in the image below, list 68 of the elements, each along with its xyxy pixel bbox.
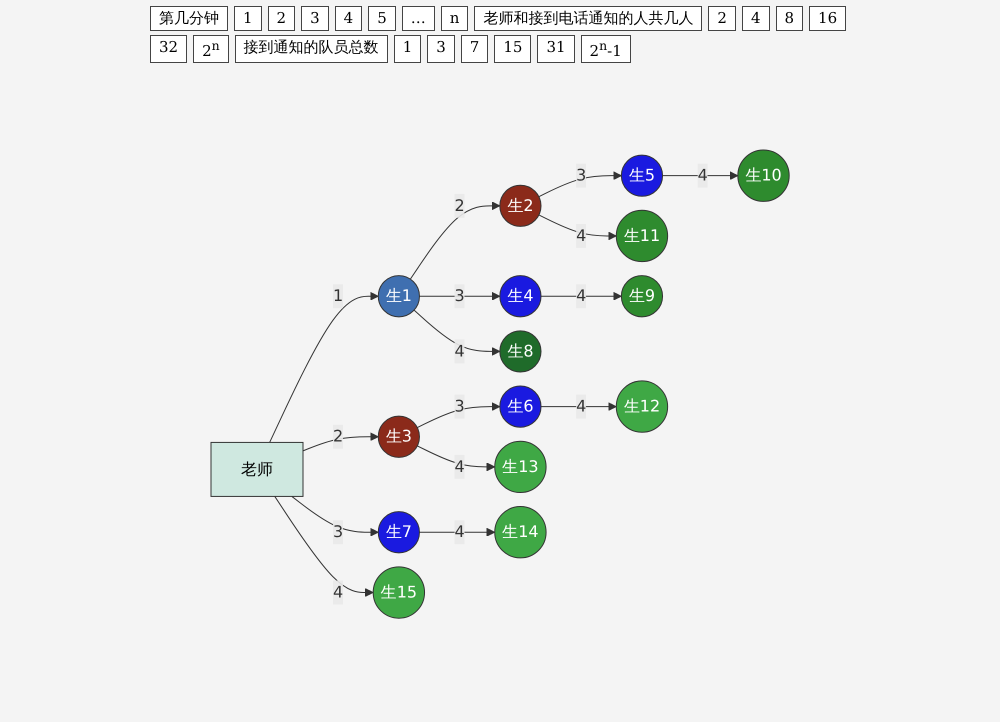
node-circle: 生15 (372, 566, 425, 619)
arrow (416, 445, 496, 472)
node-circle: 生14 (494, 506, 546, 558)
node-circle: 生1 (378, 275, 420, 318)
arrow (540, 402, 617, 411)
arrow (291, 496, 379, 537)
table-cell-text: … (402, 6, 435, 31)
table-cell-text: 2 (708, 6, 736, 31)
table-cell-text: 4 (742, 6, 770, 31)
table-cell-text: 1 (394, 35, 422, 63)
table-cell-text: n (440, 6, 468, 31)
edge-label: 4 (332, 582, 344, 602)
edge-label: 2 (332, 426, 344, 446)
table-cell-text: 3 (301, 6, 329, 31)
arrow (540, 292, 622, 301)
edge-label: 4 (454, 456, 465, 476)
edge-label: 4 (576, 286, 586, 306)
edge-label: 3 (332, 522, 344, 542)
table-cell-text: 2 (268, 6, 296, 31)
arrow (269, 292, 379, 443)
edge-label: 1 (332, 286, 344, 306)
arrow (274, 496, 374, 597)
node-circle: 生8 (499, 330, 542, 372)
table-cell-text: 4 (334, 6, 362, 31)
table-cell-text: 1 (234, 6, 262, 31)
arrow (416, 402, 500, 428)
node-circle: 生13 (494, 440, 546, 493)
node-circle: 生5 (620, 154, 663, 197)
node-circle: 生2 (499, 184, 542, 227)
table-cell-text: 16 (809, 6, 846, 31)
edge-label: 3 (454, 396, 465, 416)
arrow (414, 309, 500, 356)
node-circle: 生3 (378, 416, 420, 458)
edge-label: 4 (576, 396, 586, 416)
table-cell-text: 2$^{n}$ (193, 35, 229, 63)
node-circle: 生9 (620, 275, 663, 318)
node-circle: 生7 (378, 511, 420, 554)
arrow (538, 214, 617, 240)
edge-label: 4 (698, 166, 708, 185)
arrow (418, 292, 500, 301)
node-circle: 生11 (616, 210, 668, 262)
edge-label: 2 (454, 196, 465, 215)
table-cell-text: 32 (150, 35, 188, 63)
arrow (418, 528, 496, 537)
node-box: 老师 (210, 442, 304, 497)
table-cell-text: 第几分钟 (150, 6, 228, 31)
table-cell-text: 5 (368, 6, 396, 31)
node-circle: 生10 (737, 149, 790, 202)
table-cell-text: 2$^{n}$-1 (580, 35, 631, 63)
table-cell-text: 接到通知的队员总数 (234, 35, 388, 63)
table-cell-text: 3 (427, 35, 455, 63)
edge-label: 3 (454, 286, 465, 306)
node-circle: 生12 (616, 380, 668, 433)
table-cell-text: 31 (537, 35, 575, 63)
arrow (662, 171, 738, 180)
arrow (302, 432, 379, 452)
edge-label: 3 (576, 166, 586, 185)
table-cell-text: 老师和接到电话通知的人共几人 (474, 6, 702, 31)
edge-label: 4 (454, 341, 465, 360)
table-cell-text: 8 (776, 6, 804, 31)
edge-label: 4 (454, 522, 465, 542)
arrow (410, 201, 500, 280)
node-circle: 生6 (499, 385, 542, 428)
edge-label: 4 (576, 226, 586, 245)
node-circle: 生4 (499, 275, 542, 318)
table-cell-text: 7 (460, 35, 488, 63)
arrow (538, 171, 622, 198)
table-cell-text: 15 (494, 35, 532, 63)
